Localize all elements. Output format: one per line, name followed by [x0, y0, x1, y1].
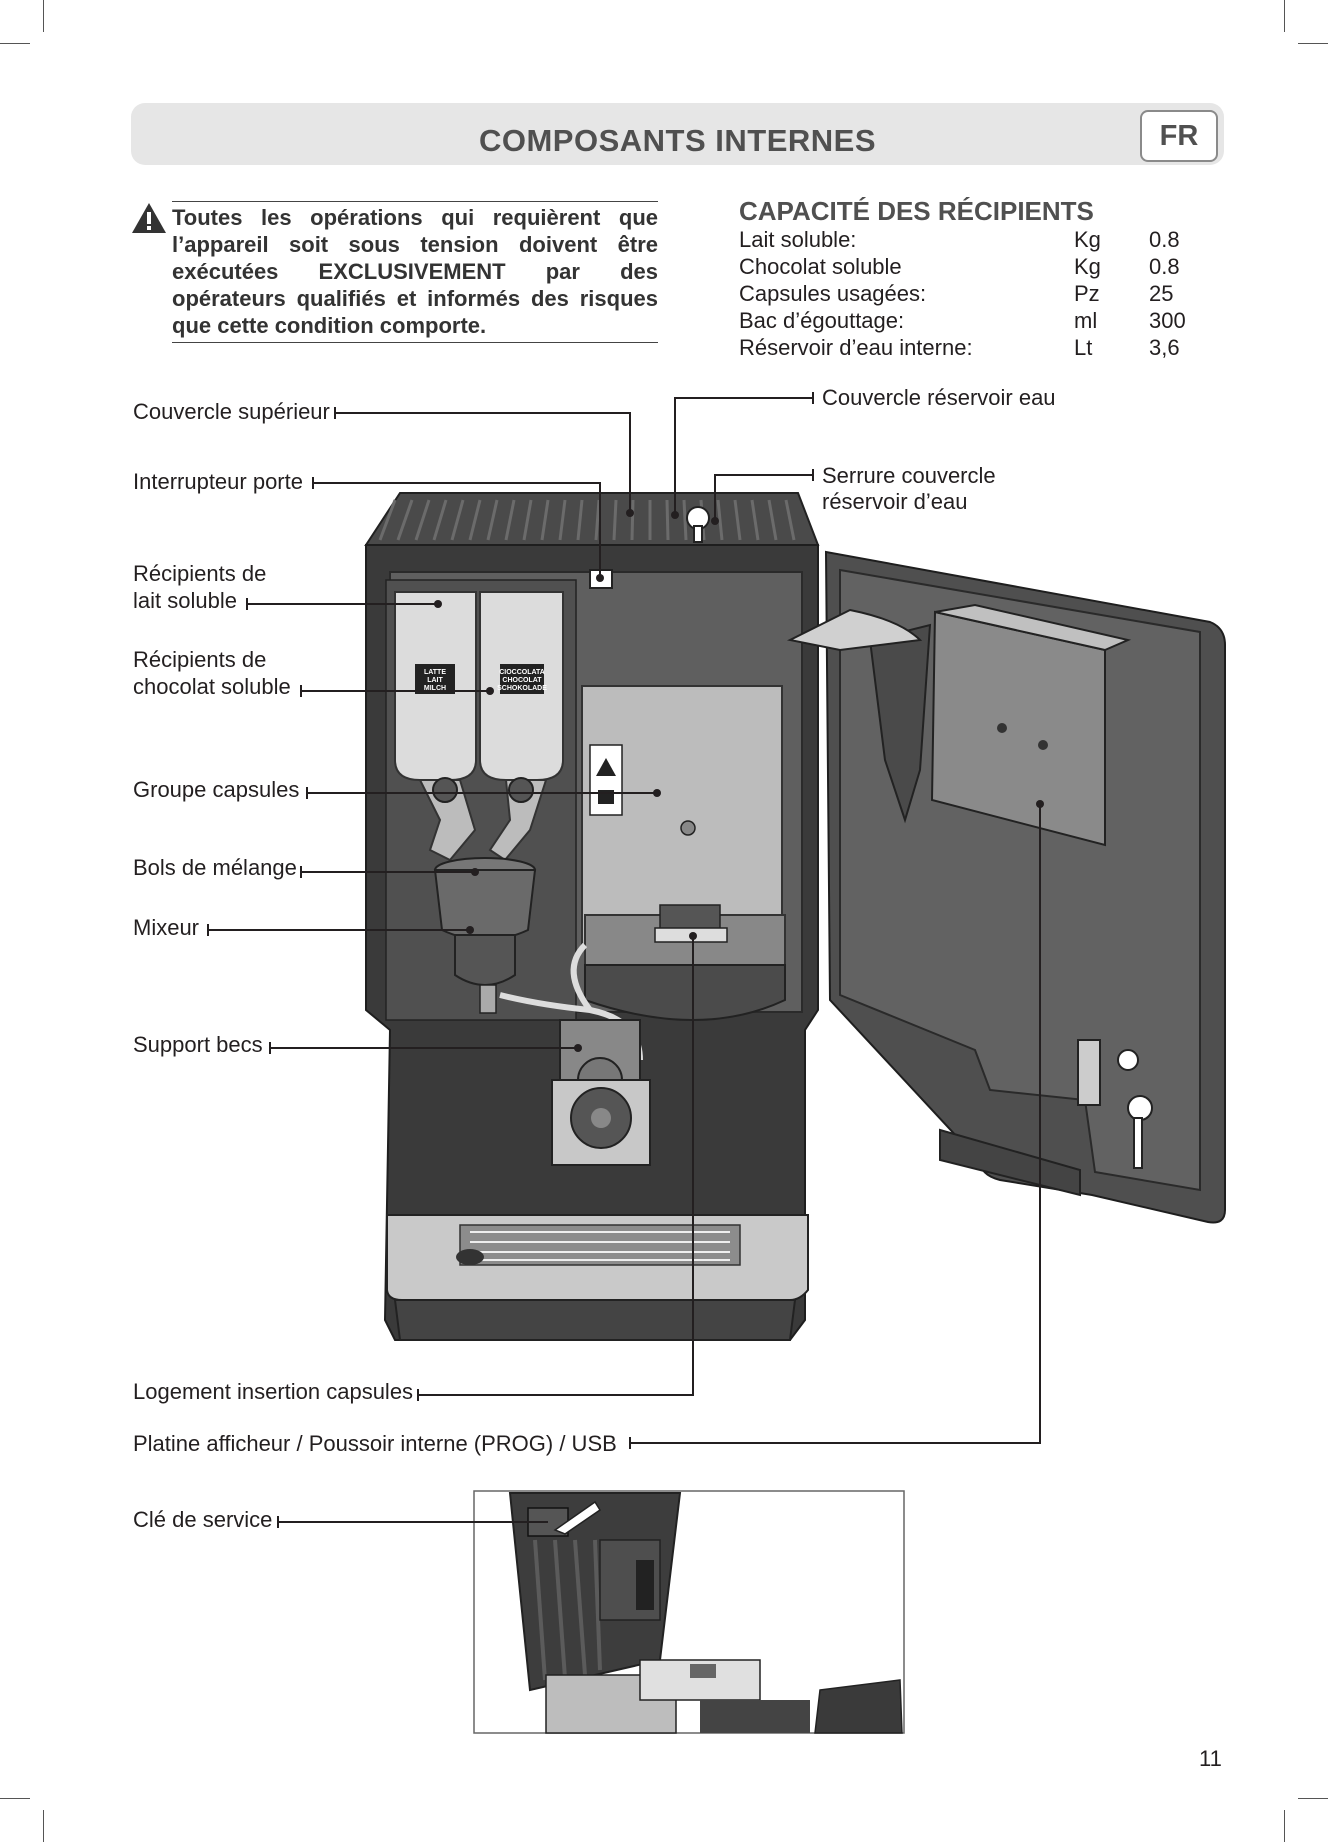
- label-couvercle-superieur: Couvercle supérieur: [133, 399, 330, 424]
- label-logement-capsules: Logement insertion capsules: [133, 1379, 414, 1404]
- leader-couvercle-superieur: [335, 412, 631, 513]
- warning-triangle-icon: [132, 203, 166, 233]
- header-bar: [131, 103, 1224, 165]
- crop-mark: [1298, 43, 1328, 44]
- page-title: COMPOSANTS INTERNES: [478, 123, 877, 158]
- capacity-value: 25: [1149, 281, 1174, 306]
- crop-mark: [43, 1810, 44, 1842]
- capacity-label: Bac d’égouttage:: [739, 308, 905, 333]
- capacity-title: CAPACITÉ DES RÉCIPIENTS: [739, 196, 1094, 226]
- label-recipients-choco-1: Récipients de: [133, 647, 267, 672]
- crop-mark: [1284, 0, 1285, 32]
- machine-door: [786, 550, 1226, 1224]
- crop-mark: [1284, 1810, 1285, 1842]
- capacity-value: 300: [1149, 308, 1186, 333]
- label-mixeur: Mixeur: [133, 915, 200, 940]
- capacity-label: Capsules usagées:: [739, 281, 927, 306]
- label-groupe-capsules: Groupe capsules: [133, 777, 300, 802]
- capacity-unit: Kg: [1074, 254, 1101, 279]
- label-recipients-choco-2: chocolat soluble: [133, 674, 291, 699]
- canister-label-lait: LAIT: [427, 677, 443, 684]
- leader-dots: [434, 509, 1044, 1052]
- capacity-unit: Kg: [1074, 227, 1101, 252]
- capacity-row: Capsules usagées: Pz 25: [739, 281, 1189, 308]
- leader-interrupteur-porte: [313, 482, 601, 578]
- capacity-unit: Lt: [1074, 335, 1093, 360]
- canister-label-schokolade: SCHOKOLADE: [497, 685, 547, 692]
- crop-mark: [0, 43, 30, 44]
- leader-platine: [630, 804, 1041, 1444]
- canister-label-latte: LATTE: [424, 669, 446, 676]
- label-serrure-2: réservoir d’eau: [822, 489, 968, 514]
- capacity-value: 0.8: [1149, 254, 1180, 279]
- label-recipients-lait-1: Récipients de: [133, 561, 267, 586]
- crop-mark: [43, 0, 44, 32]
- label-recipients-lait-2: lait soluble: [133, 588, 237, 613]
- leader-logement-capsules: [418, 936, 694, 1396]
- capacity-row: Chocolat soluble Kg 0.8: [739, 254, 1189, 281]
- capacity-label: Chocolat soluble: [739, 254, 902, 279]
- capacity-value: 3,6: [1149, 335, 1180, 360]
- crop-mark: [0, 1798, 30, 1799]
- canister-label-milch: MILCH: [424, 685, 446, 692]
- capacity-row: Lait soluble: Kg 0.8: [739, 227, 1189, 254]
- leader-couvercle-reservoir: [674, 397, 813, 515]
- canister-label-cioccolata: CIOCCOLATA: [499, 669, 545, 676]
- label-support-becs: Support becs: [133, 1032, 263, 1057]
- warning-rule-bottom: [172, 342, 658, 343]
- warning-rule-top: [172, 201, 658, 202]
- leader-serrure: [714, 474, 813, 521]
- machine-body: [364, 492, 820, 1341]
- label-serrure-1: Serrure couvercle: [822, 463, 996, 488]
- capacity-label: Réservoir d’eau interne:: [739, 335, 973, 360]
- label-cle-service: Clé de service: [133, 1507, 273, 1532]
- capacity-unit: ml: [1074, 308, 1098, 333]
- capacity-unit: Pz: [1074, 281, 1100, 306]
- label-bols-melange: Bols de mélange: [133, 855, 297, 880]
- label-couvercle-reservoir: Couvercle réservoir eau: [822, 385, 1056, 410]
- capacity-row: Bac d’égouttage: ml 300: [739, 308, 1189, 335]
- label-platine: Platine afficheur / Poussoir interne (PR…: [133, 1431, 617, 1456]
- crop-mark: [1298, 1798, 1328, 1799]
- capacity-value: 0.8: [1149, 227, 1180, 252]
- page-number: 11: [1199, 1746, 1222, 1771]
- capacity-label: Lait soluble:: [739, 227, 857, 252]
- warning-text: Toutes les opérations qui requièrent que…: [172, 205, 658, 338]
- capacity-row: Réservoir d’eau interne: Lt 3,6: [739, 335, 1189, 362]
- language-badge: FR: [1140, 110, 1218, 162]
- service-key-inset: [473, 1490, 905, 1734]
- label-interrupteur-porte: Interrupteur porte: [133, 469, 303, 494]
- canister-label-chocolat: CHOCOLAT: [502, 677, 542, 684]
- leader-lines: [207, 392, 1041, 1528]
